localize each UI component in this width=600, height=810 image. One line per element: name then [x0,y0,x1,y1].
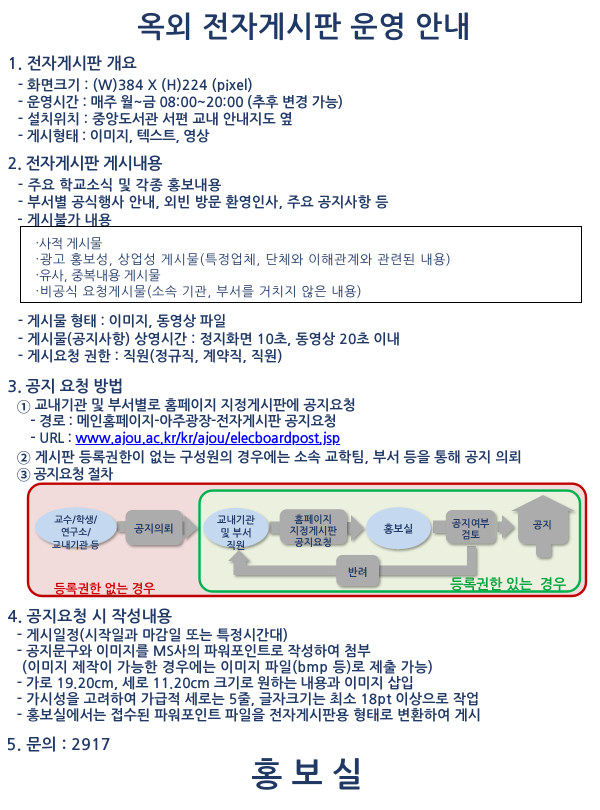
svg-text:교내기관: 교내기관 [217,515,255,526]
svg-text:연구소/: 연구소/ [61,528,92,538]
svg-text:교수/학생/: 교수/학생/ [54,514,97,525]
svg-text:직원: 직원 [226,540,245,551]
svg-text:등록권한 없는 경우: 등록권한 없는 경우 [54,582,155,595]
svg-text:공지: 공지 [533,520,552,531]
svg-text:교내기관 등: 교내기관 등 [52,540,99,550]
svg-text:공지의뢰: 공지의뢰 [134,524,173,535]
svg-text:지정게시판: 지정게시판 [290,526,338,537]
svg-text:공지여부: 공지여부 [452,518,490,529]
svg-text:등록권한 있는 경우: 등록권한 있는 경우 [450,577,566,592]
svg-text:홈페이지: 홈페이지 [294,514,332,525]
svg-text:및 부서: 및 부서 [220,527,251,538]
svg-text:검토: 검토 [461,529,480,540]
svg-text:홍보실: 홍보실 [384,523,414,534]
svg-text:반려: 반려 [348,567,368,578]
svg-text:공지요청: 공지요청 [294,537,332,548]
